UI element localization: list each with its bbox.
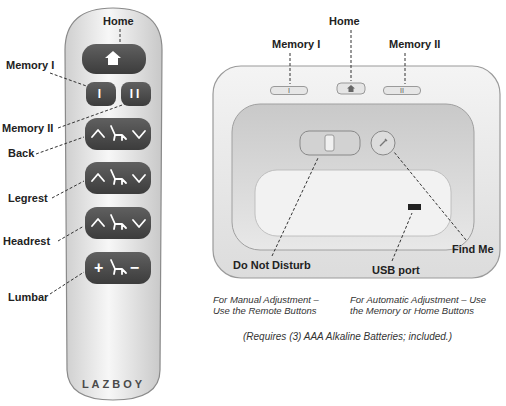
usage-note: For Automatic Adjustment – Use the Memor… [350,294,500,316]
button-text: LAZBOY [82,378,145,390]
find-me-icon [380,139,387,146]
dock-cradle [232,104,474,250]
dock-home-icon [347,85,355,92]
battery-note: (Requires (3) AAA Alkaline Batteries; in… [243,331,452,342]
button-text: II [130,87,143,101]
headrest-rocker [85,207,151,239]
part-label: USB port [372,264,420,276]
part-label: Do Not Disturb [233,259,311,271]
legrest-rocker [85,162,151,194]
memory-button: I [86,82,116,106]
remote-body: LAZBOYIII+− [65,8,162,402]
part-label: Home [329,15,360,27]
usage-note: For Manual Adjustment – Use the Remote B… [213,294,327,316]
button-text: + [94,260,106,276]
part-label: Headrest [3,235,50,247]
part-label: Find Me [452,243,494,255]
part-label: Home [103,15,134,27]
part-label: Memory II [2,122,53,134]
lumbar-button: +− [85,252,151,284]
find-me-button [371,131,395,155]
button-text: I [288,87,290,94]
part-label: Legrest [8,192,48,204]
part-label: Memory I [6,59,54,71]
leader-lines [36,29,466,294]
dock-housing [213,66,500,278]
dock-memory-button: I [270,86,308,95]
do-not-disturb-button [300,131,360,155]
button-text: − [130,260,142,276]
memory-button: II [121,82,151,106]
part-label: Lumbar [8,291,48,303]
part-label: Memory II [389,38,440,50]
button-text: II [400,87,404,94]
dock-cradle-pad [255,170,451,236]
usb-port [408,204,421,210]
part-label: Memory I [272,38,320,50]
dock-home-button [337,83,365,94]
part-label: Back [8,147,34,159]
remote-housing [65,8,162,400]
home-button [82,44,146,74]
do-not-disturb-slider [325,135,334,151]
lumbar-rocker [85,252,151,284]
home-icon [105,51,121,65]
dock-memory-button: II [383,86,421,95]
back-rocker [85,118,151,150]
button-text: I [98,87,104,101]
